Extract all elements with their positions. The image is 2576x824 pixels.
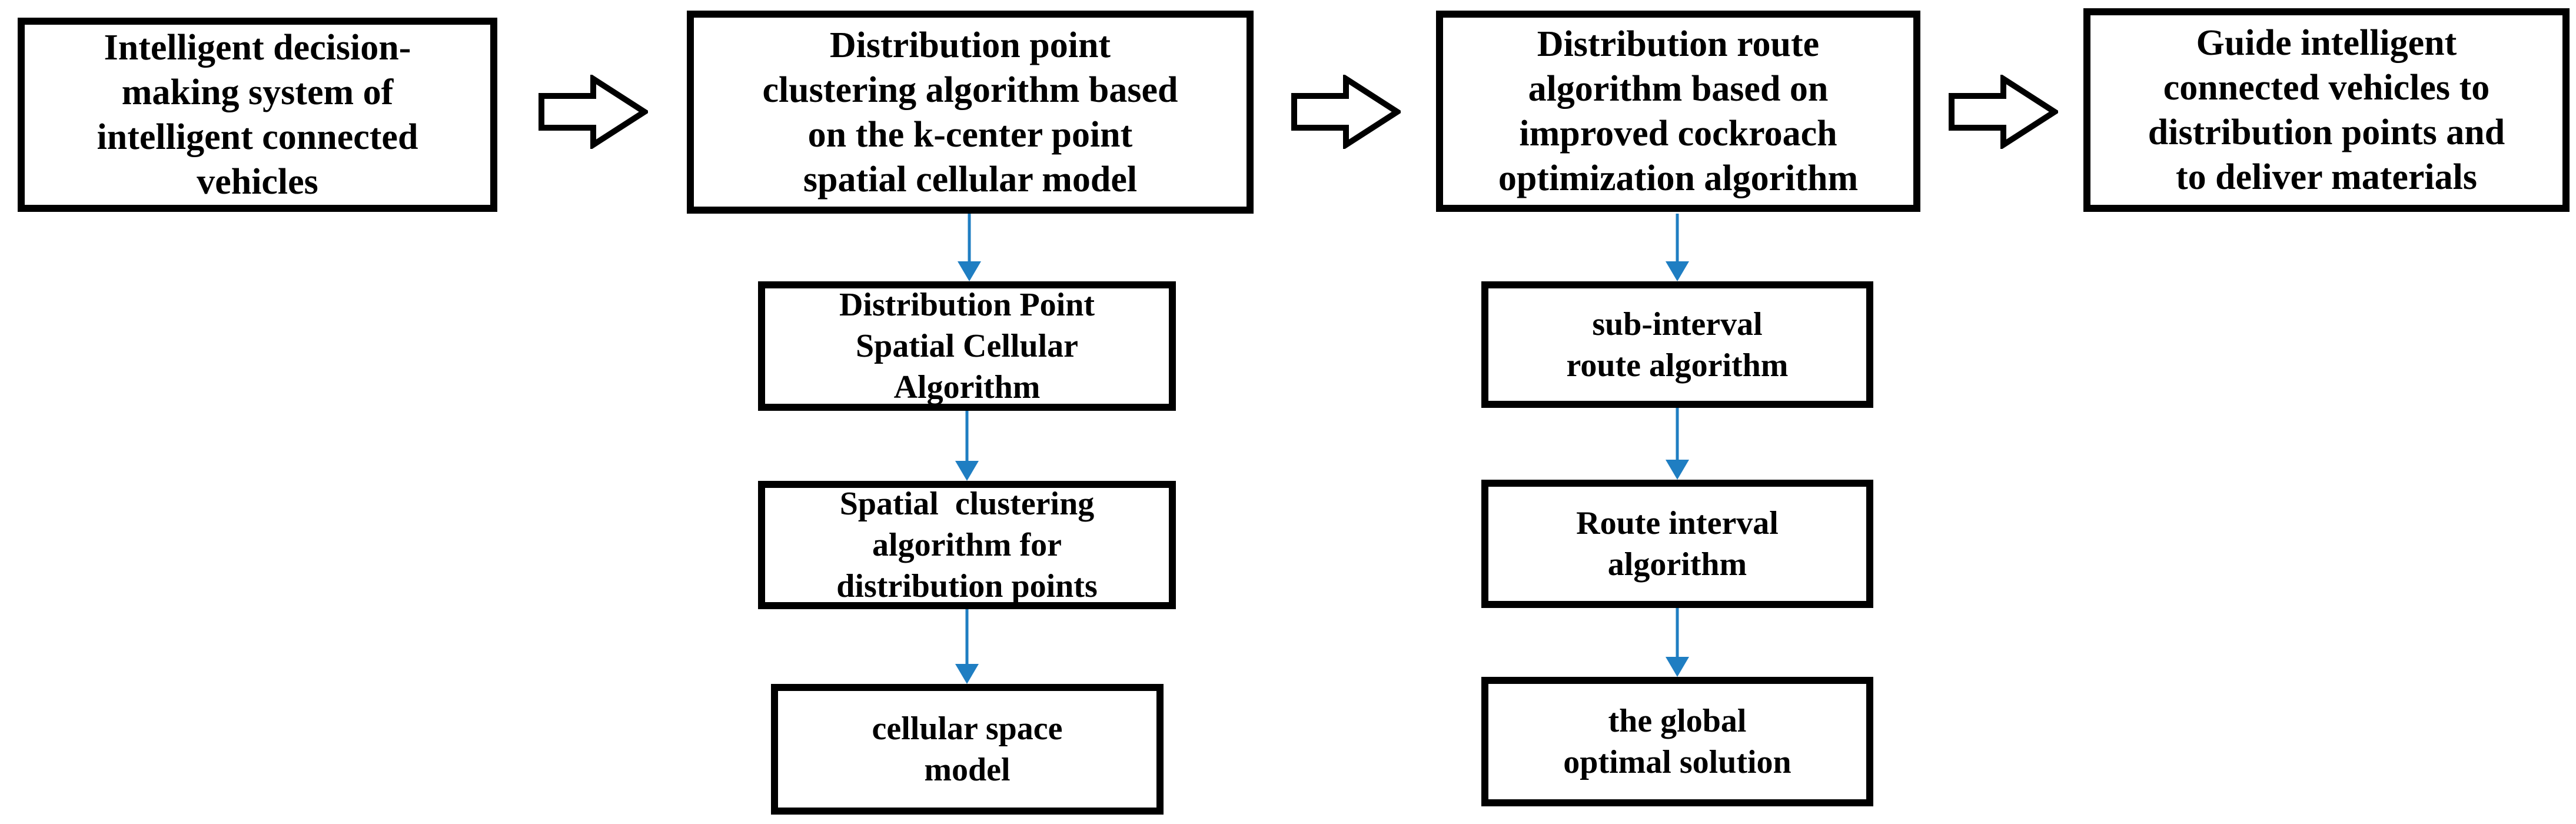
- arrow-down-icon: [1664, 408, 1690, 480]
- flow-box-spatial-cellular-algorithm-label: Distribution Point Spatial Cellular Algo…: [839, 287, 1095, 406]
- arrow-head: [955, 664, 979, 684]
- arrow-down-icon: [1664, 608, 1690, 677]
- flow-box-decision-system-label: Intelligent decision- making system of i…: [97, 28, 418, 202]
- arrow-shaft: [1676, 608, 1679, 660]
- arrow-down-icon: [954, 609, 980, 684]
- block-arrow-right-icon: [1291, 75, 1401, 149]
- flow-box-clustering-algorithm: Distribution point clustering algorithm …: [687, 11, 1254, 214]
- flow-box-route-algorithm-label: Distribution route algorithm based on im…: [1498, 24, 1859, 198]
- flow-box-cellular-space-model: cellular space model: [771, 684, 1164, 815]
- arrow-shaft: [1676, 214, 1679, 265]
- flow-box-sub-interval-route-label: sub-interval route algorithm: [1566, 305, 1789, 384]
- flow-box-spatial-clustering-algorithm: Spatial clustering algorithm for distrib…: [758, 481, 1176, 609]
- arrow-head: [1666, 657, 1689, 677]
- flow-box-global-optimal-solution: the global optimal solution: [1481, 677, 1873, 806]
- arrow-shaft: [965, 609, 969, 667]
- flow-box-route-interval: Route interval algorithm: [1481, 480, 1873, 608]
- arrow-shaft: [1676, 408, 1679, 463]
- arrow-shaft: [965, 411, 969, 464]
- flow-box-spatial-cellular-algorithm: Distribution Point Spatial Cellular Algo…: [758, 281, 1176, 411]
- flow-box-cellular-space-model-label: cellular space model: [872, 710, 1063, 788]
- block-arrow-right-icon: [539, 75, 648, 149]
- arrow-head: [955, 461, 979, 481]
- arrow-head: [1666, 261, 1689, 281]
- arrow-head: [1666, 460, 1689, 480]
- arrow-down-icon: [1664, 214, 1690, 281]
- block-arrow-right-icon: [1949, 75, 2058, 149]
- arrow-shaft: [968, 214, 971, 265]
- arrow-down-icon: [956, 214, 982, 281]
- flow-box-guide-vehicles-label: Guide intelligent connected vehicles to …: [2148, 23, 2505, 197]
- arrow-down-icon: [954, 411, 980, 481]
- flow-box-guide-vehicles: Guide intelligent connected vehicles to …: [2083, 8, 2570, 212]
- flow-box-decision-system: Intelligent decision- making system of i…: [18, 18, 497, 212]
- flow-box-route-algorithm: Distribution route algorithm based on im…: [1436, 11, 1920, 212]
- flow-box-route-interval-label: Route interval algorithm: [1576, 505, 1779, 583]
- flow-box-global-optimal-solution-label: the global optimal solution: [1563, 703, 1791, 780]
- flow-box-spatial-clustering-algorithm-label: Spatial clustering algorithm for distrib…: [836, 486, 1098, 604]
- flow-box-clustering-algorithm-label: Distribution point clustering algorithm …: [762, 25, 1178, 200]
- flow-box-sub-interval-route: sub-interval route algorithm: [1481, 281, 1873, 408]
- arrow-head: [958, 261, 981, 281]
